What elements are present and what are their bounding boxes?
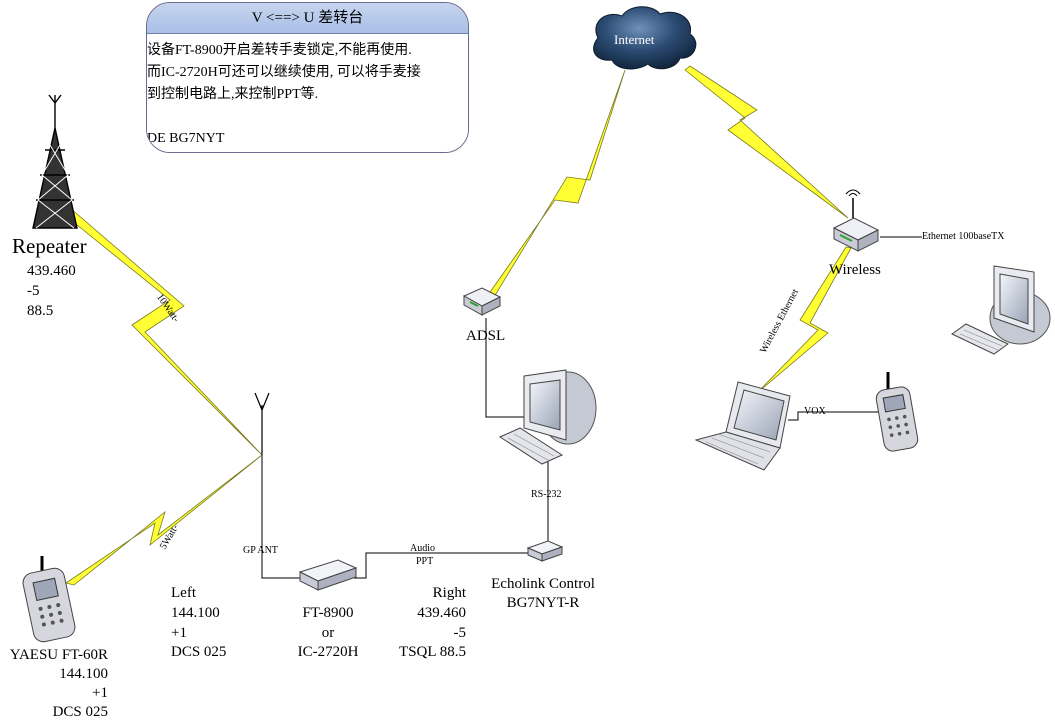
handheld-dcs: DCS 025 [52, 704, 108, 720]
left-channel-freq: 144.100 [171, 605, 220, 621]
audio-ppt-cable [354, 552, 528, 579]
echolink-call: BG7NYT-R [506, 595, 580, 611]
echolink-control-icon [526, 540, 564, 562]
internet-cloud-icon [593, 6, 697, 70]
bolt-internet-wireless [684, 65, 849, 219]
left-channel-dcs: DCS 025 [171, 644, 227, 660]
repeater-title: Repeater [12, 234, 87, 258]
wireless-label: Wireless [829, 262, 881, 278]
adsl-pc-cable [485, 318, 532, 418]
adsl-modem-icon [462, 287, 502, 316]
rs232-label: RS-232 [531, 489, 562, 500]
vox-cable [788, 411, 880, 421]
note-line: 而IC-2720H可还可以继续使用, 可以将手麦接 [147, 65, 421, 80]
handheld-model: YAESU FT-60R [9, 647, 108, 663]
audio-label: Audio [410, 543, 435, 554]
note-callout: V <==> U 差转台 设备FT-8900开启差转手麦锁定,不能再使用. 而IC… [146, 2, 469, 153]
right-channel-title: Right [432, 585, 466, 601]
note-line: 设备FT-8900开启差转手麦锁定,不能再使用. [147, 43, 412, 58]
gp-antenna-icon [254, 392, 270, 455]
ppt-label: PPT [416, 556, 434, 567]
desktop-computer-right-icon [951, 265, 1051, 355]
internet-label: Internet [614, 32, 655, 47]
wireless-links [54, 65, 852, 586]
right-channel-offset: -5 [453, 625, 467, 641]
repeater-tone: 88.5 [27, 303, 54, 319]
bolt-handheld-antenna [65, 454, 263, 586]
right-channel-freq: 439.460 [417, 605, 466, 621]
note-body: 设备FT-8900开启差转手麦锁定,不能再使用. 而IC-2720H可还可以继续使… [147, 34, 468, 152]
gp-ant-cable [261, 455, 300, 579]
laptop-icon [694, 381, 791, 471]
note-line: 到控制电路上,来控制PPT等. [147, 87, 319, 102]
radio-model-2: IC-2720H [297, 644, 359, 660]
radio-model-1: FT-8900 [302, 605, 354, 621]
bolt-wireless-laptop [756, 246, 852, 394]
right-channel-tone: TSQL 88.5 [399, 644, 466, 660]
handheld-offset: +1 [92, 685, 108, 701]
mobile-radio-icon [298, 559, 358, 591]
handheld-freq: 144.100 [59, 666, 108, 682]
bolt-adsl-internet [487, 69, 626, 298]
wireless-router-icon [832, 189, 880, 252]
note-line [147, 106, 468, 128]
repeater-tower-icon [32, 94, 78, 229]
vox-label: VOX [804, 406, 826, 417]
left-channel-offset: +1 [171, 625, 187, 641]
handheld-phone-icon [875, 372, 919, 452]
handheld-radio-icon [22, 556, 76, 643]
adsl-label: ADSL [466, 328, 506, 344]
note-line: DE BG7NYT [147, 131, 225, 146]
left-channel-title: Left [171, 585, 196, 601]
note-title: V <==> U 差转台 [147, 3, 468, 34]
radio-or: or [321, 625, 335, 641]
repeater-offset: -5 [27, 283, 40, 299]
repeater-freq: 439.460 [27, 263, 76, 279]
desktop-computer-icon [498, 369, 597, 465]
echolink-title: Echolink Control [491, 576, 595, 592]
bolt-repeater-antenna [54, 207, 263, 456]
ethernet-label: Ethernet 100baseTX [922, 231, 1005, 243]
gp-ant-label: GP ANT [243, 545, 278, 556]
